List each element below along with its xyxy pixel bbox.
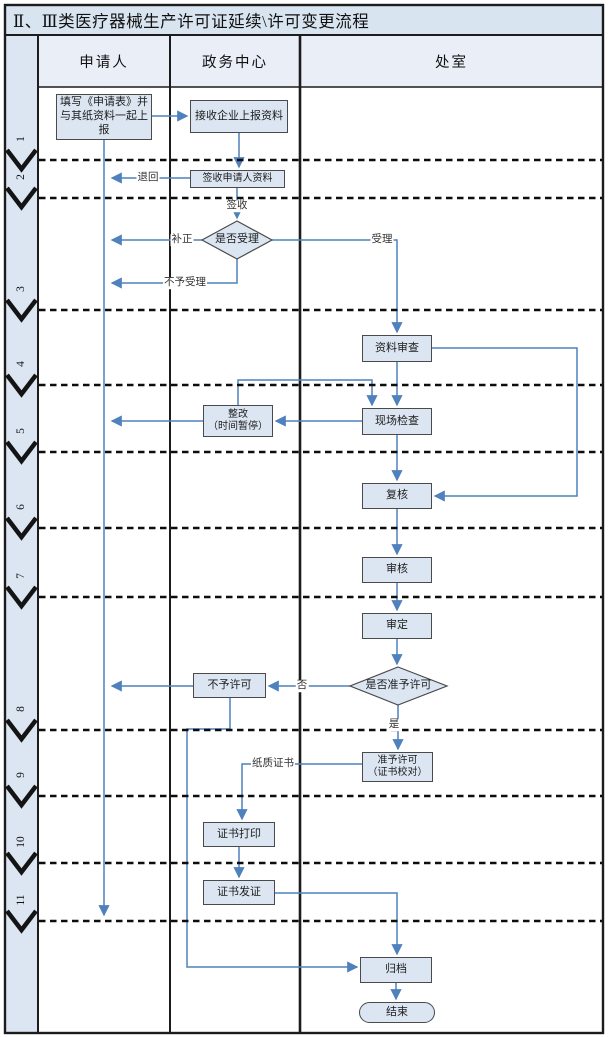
lane-header-service-center: 政务中心	[202, 54, 268, 71]
flow-node-n4: 资料审查	[362, 335, 432, 362]
step-number-4: 4	[15, 361, 27, 367]
flow-node-n5: 整改 （时间暂停）	[203, 405, 273, 437]
flow-node-t1: 结束	[359, 1002, 435, 1023]
step-number-3: 3	[15, 286, 27, 292]
flow-node-d1: 是否受理	[215, 233, 259, 246]
flow-node-n11: 准予许可 （证书校对）	[362, 752, 433, 782]
step-number-9: 9	[15, 772, 27, 778]
step-number-10: 10	[15, 836, 27, 848]
step-chevron	[5, 373, 38, 398]
step-chevron	[5, 718, 38, 743]
edge-label-e8: 纸质证书	[251, 758, 295, 770]
step-chevron	[5, 851, 38, 876]
page-title: Ⅱ、Ⅲ类医疗器械生产许可证延续\许可变更流程	[5, 5, 603, 35]
lane-header-department: 处室	[435, 54, 468, 71]
phase-dashed-lines	[39, 158, 602, 923]
flow-node-d2: 是否准予许可	[365, 679, 432, 692]
flow-node-n7: 复核	[362, 483, 432, 509]
edge-label-e2: 签收	[225, 200, 249, 212]
flow-node-n2: 接收企业上报资料	[190, 100, 288, 133]
flow-node-n13: 证书发证	[203, 880, 275, 905]
flow-node-n1: 填写《申请表》并 与其纸资料一起上 报	[56, 94, 152, 140]
edge-label-e6: 否	[295, 680, 309, 692]
flow-node-n6: 现场检查	[362, 408, 432, 435]
step-number-6: 6	[15, 504, 27, 510]
flow-node-n14: 归档	[360, 957, 432, 983]
step-number-5: 5	[15, 428, 27, 434]
step-number-11: 11	[15, 894, 27, 906]
lane-header-row	[38, 35, 603, 87]
flow-node-n3: 签收申请人资料	[190, 170, 285, 188]
step-number-8: 8	[15, 706, 27, 712]
edge-label-e3: 补正	[170, 234, 194, 246]
step-chevron	[5, 516, 38, 541]
edge-label-e4: 不予受理	[163, 277, 207, 289]
step-number-7: 7	[15, 573, 27, 579]
flow-node-n10: 不予许可	[193, 673, 266, 698]
step-chevron	[5, 440, 38, 465]
step-number-1: 1	[15, 136, 27, 142]
step-number-2: 2	[15, 174, 27, 180]
step-chevron	[5, 148, 38, 173]
flow-node-n9: 审定	[362, 613, 432, 639]
lane-header-applicant: 申请人	[79, 54, 129, 71]
step-chevron	[5, 186, 38, 211]
flow-connectors	[98, 110, 578, 1001]
step-chevron	[5, 784, 38, 809]
step-chevron	[5, 298, 38, 323]
step-chevron	[5, 585, 38, 610]
flow-node-n8: 审核	[362, 557, 432, 583]
edge-label-e5: 受理	[370, 234, 394, 246]
edge-label-e7: 是	[387, 719, 401, 731]
lane-grid-lines	[3, 3, 605, 1035]
step-chevron	[5, 909, 38, 934]
flow-node-n12: 证书打印	[203, 822, 275, 847]
step-chevrons	[5, 148, 38, 934]
edge-label-e1: 退回	[136, 172, 160, 184]
decision-diamonds	[200, 220, 449, 706]
